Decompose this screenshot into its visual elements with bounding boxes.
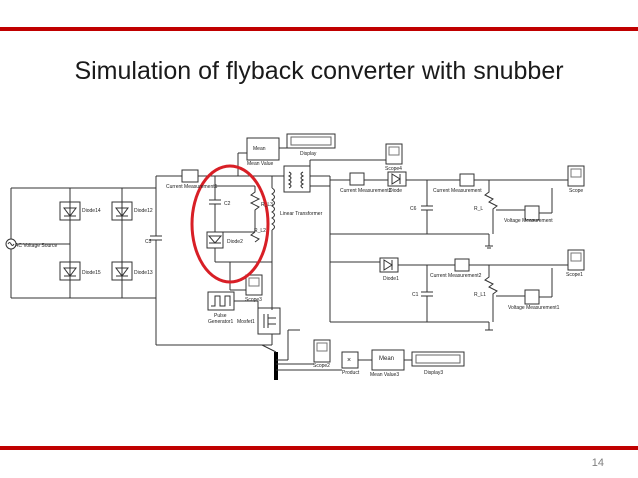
label-product: Product: [342, 370, 360, 376]
label-c1: C1: [412, 292, 419, 298]
label-mean-value3: Mean Value3: [370, 372, 399, 378]
voltage-measurement1-block: [524, 289, 540, 305]
diode13-symbol: [115, 267, 129, 277]
diode14-symbol: [63, 207, 77, 217]
display3-block: [411, 351, 465, 367]
label-mean3-block: Mean: [379, 356, 394, 362]
label-diode: Diode: [389, 188, 402, 194]
label-vm: Voltage Measurement: [504, 218, 553, 224]
linear-transformer-block: [283, 165, 311, 193]
label-c6: C6: [410, 206, 417, 212]
label-rl3: R_L3: [261, 202, 273, 208]
label-diode1: Diode1: [383, 276, 399, 282]
simulation-diagram: AC Voltage Source Diode14 Diode12 Diode1…: [5, 133, 585, 380]
label-rl2: R_L2: [254, 228, 266, 234]
label-rl: R_L: [474, 206, 483, 212]
label-mean-value: Mean Value: [247, 161, 274, 167]
label-transformer: Linear Transformer: [280, 211, 323, 217]
scope1-block: [567, 249, 585, 271]
display-block: [286, 133, 336, 149]
label-scope1: Scope1: [566, 272, 583, 278]
scope2-block: [313, 339, 331, 363]
mosfet-block: [257, 307, 281, 335]
current-measurement3-block: [349, 172, 365, 186]
current-measurement2-block: [454, 258, 470, 272]
label-mean-block: Mean: [253, 146, 266, 152]
label-diode14: Diode14: [82, 208, 101, 214]
label-diode2: Diode2: [227, 239, 243, 245]
primary-winding: [271, 187, 275, 231]
load-resistor-rl1: [484, 265, 498, 322]
label-scope4: Scope4: [385, 166, 402, 172]
label-diode13: Diode13: [134, 270, 153, 276]
current-measurement1-block: [181, 169, 199, 183]
page-number: 14: [591, 457, 604, 469]
load-resistor-rl: [484, 180, 498, 234]
label-cm: Current Measurement: [433, 188, 482, 194]
label-rl1: R_L1: [474, 292, 486, 298]
label-ac-source: AC Voltage Source: [15, 243, 57, 249]
scope3-block: [245, 274, 263, 296]
label-vm1: Voltage Measurement1: [508, 305, 560, 311]
diode12-symbol: [115, 207, 129, 217]
label-diode15: Diode15: [82, 270, 101, 276]
label-display3: Display3: [424, 370, 443, 376]
diode15-symbol: [63, 267, 77, 277]
label-display: Display: [300, 151, 317, 157]
label-scope2: Scope2: [313, 363, 330, 369]
top-accent-bar: [0, 27, 638, 31]
snubber-resistor: [249, 186, 261, 216]
label-generator: Generator1: [208, 319, 234, 325]
label-scope: Scope: [569, 188, 583, 194]
label-pulse: Pulse: [214, 313, 227, 319]
bottom-accent-bar: [0, 446, 638, 450]
label-mosfet: Mosfet1: [237, 319, 255, 325]
scope-block: [567, 165, 585, 187]
label-cm2: Current Measurement2: [430, 273, 482, 279]
label-cm3: Current Measurement3: [340, 188, 392, 194]
snubber-highlight-circle: [190, 164, 270, 284]
label-scope3: Scope3: [245, 297, 262, 303]
label-product-sign: ×: [347, 357, 351, 364]
scope4-block: [385, 143, 403, 165]
current-measurement-block: [459, 173, 475, 187]
slide-title: Simulation of flyback converter with snu…: [74, 57, 564, 85]
label-diode12: Diode12: [134, 208, 153, 214]
label-cm1: Current Measurement1: [166, 184, 218, 190]
label-c2: C2: [224, 201, 231, 207]
label-c5: C5: [145, 239, 152, 245]
mean-value-block: [246, 137, 280, 161]
